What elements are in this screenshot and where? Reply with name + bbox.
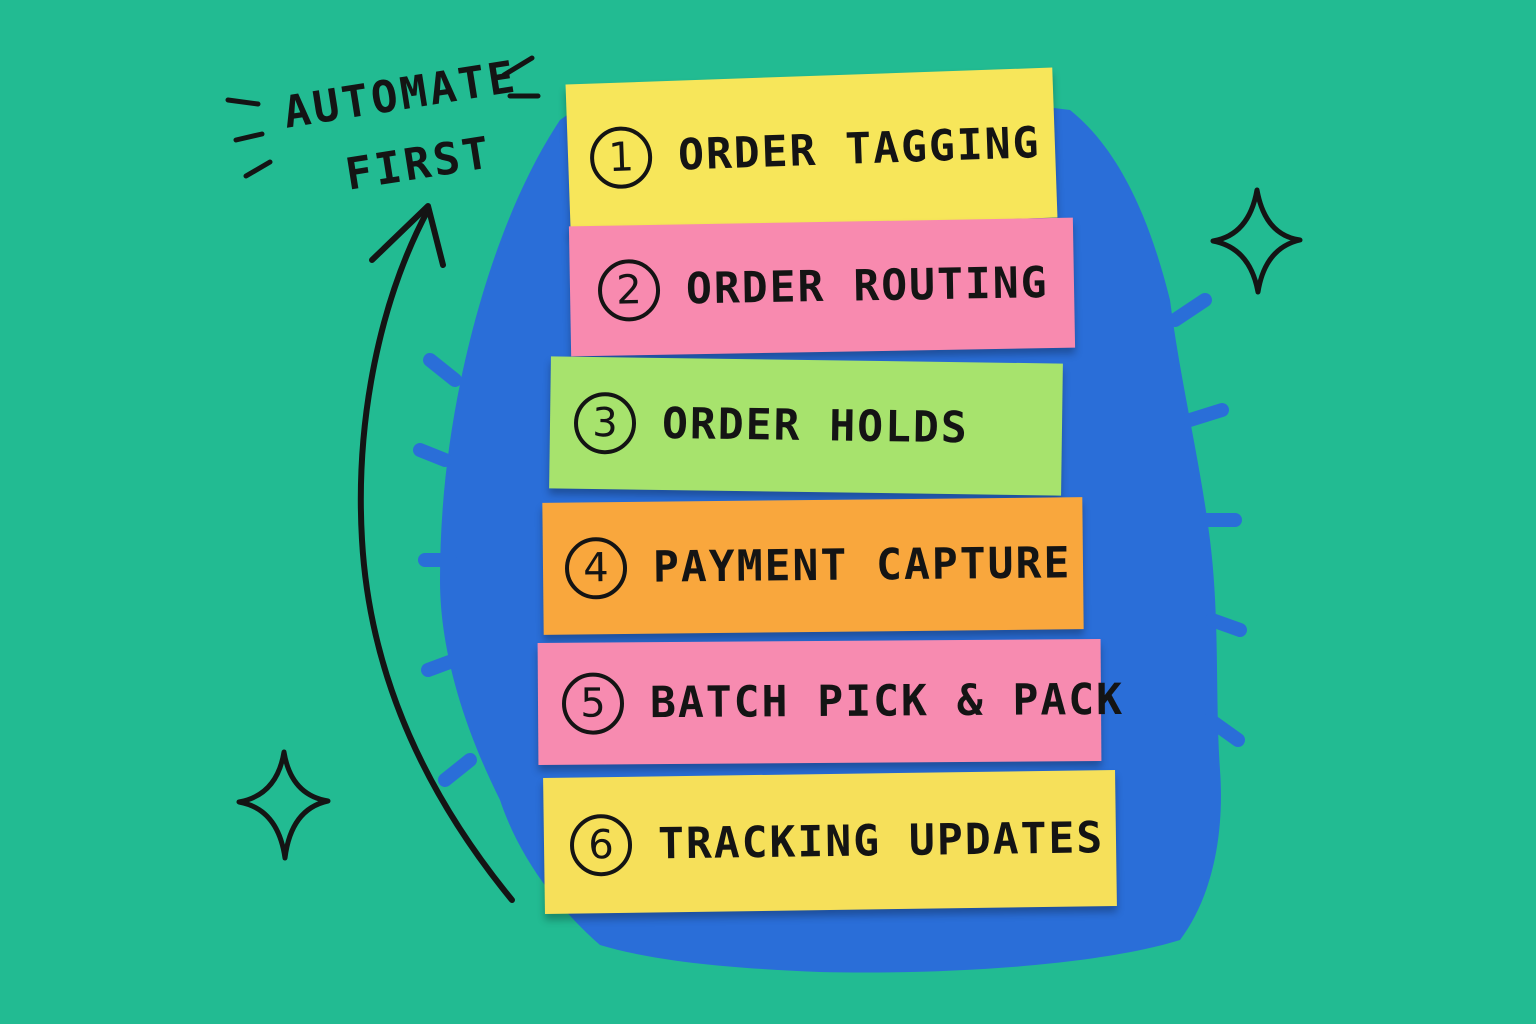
note-label: TRACKING UPDATES: [657, 813, 1105, 870]
note-number: 6: [569, 813, 633, 877]
note-number: 5: [561, 672, 625, 735]
note-1: 1 ORDER TAGGING: [565, 67, 1058, 235]
note-number: 4: [564, 536, 628, 600]
note-label: ORDER ROUTING: [685, 258, 1049, 315]
note-label: BATCH PICK & PACK: [649, 674, 1125, 729]
note-number: 2: [597, 258, 661, 322]
note-label: ORDER TAGGING: [677, 118, 1042, 181]
note-label: PAYMENT CAPTURE: [652, 538, 1072, 593]
note-6: 6 TRACKING UPDATES: [543, 770, 1117, 914]
note-number: 3: [573, 391, 637, 455]
note-2: 2 ORDER ROUTING: [568, 217, 1076, 357]
note-label: ORDER HOLDS: [661, 398, 970, 454]
note-5: 5 BATCH PICK & PACK: [537, 639, 1124, 765]
note-4: 4 PAYMENT CAPTURE: [542, 497, 1084, 635]
note-number: 1: [589, 125, 654, 190]
note-3: 3 ORDER HOLDS: [549, 356, 1063, 496]
